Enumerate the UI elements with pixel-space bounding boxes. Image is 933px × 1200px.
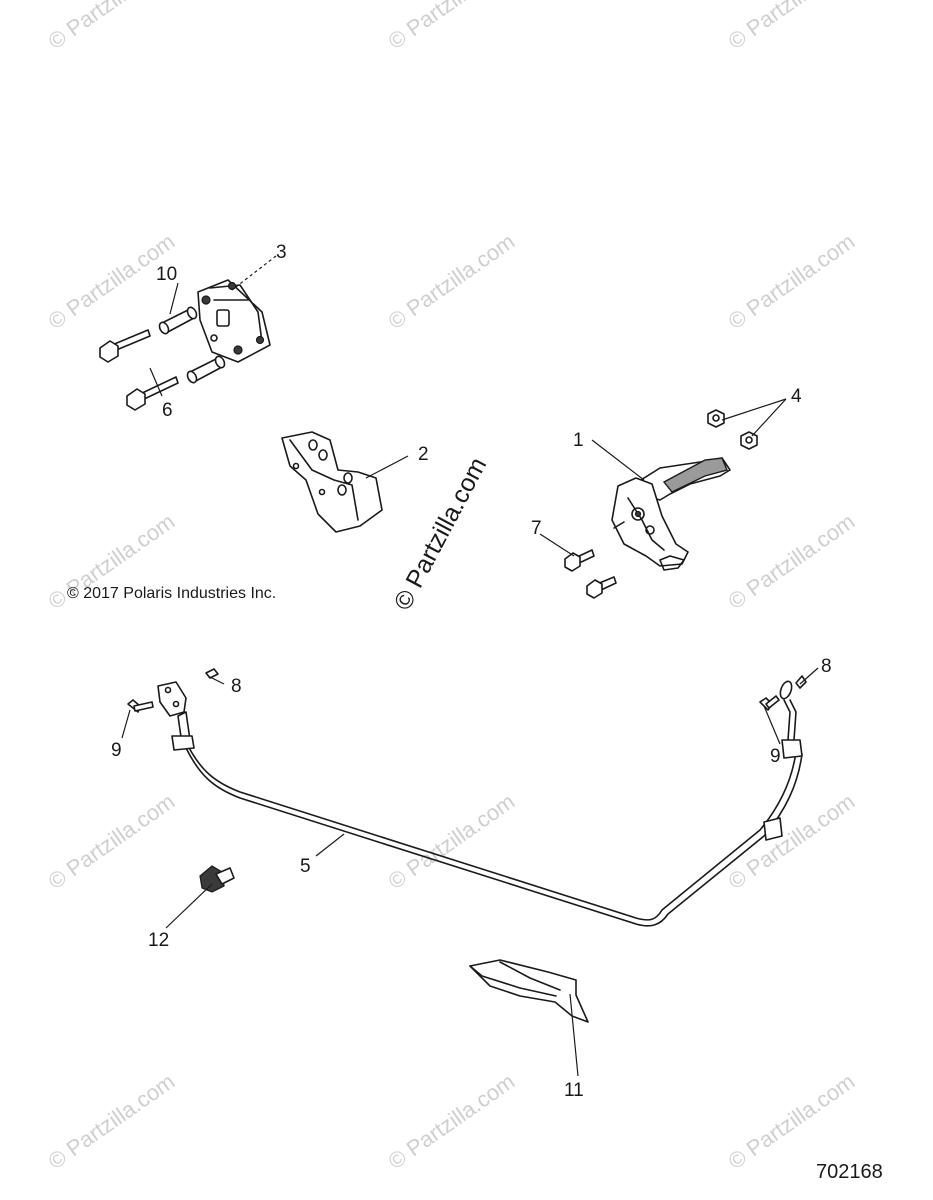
leader-lines: [121, 255, 819, 1077]
watermark: © Partzilla.com: [724, 229, 860, 335]
callout-4: 4: [791, 386, 802, 407]
watermark: © Partzilla.com: [724, 0, 860, 54]
watermark: © Partzilla.com: [384, 789, 520, 895]
callout-7: 7: [531, 518, 542, 539]
watermark: © Partzilla.com: [384, 1069, 520, 1175]
part-6-bolts: [99, 329, 179, 411]
callout-8-right: 8: [821, 656, 832, 677]
part-7-bolts: [564, 549, 617, 599]
callout-2: 2: [418, 444, 429, 465]
part-4-nuts: [707, 409, 758, 450]
watermark: © Partzilla.com: [724, 509, 860, 615]
watermark: © Partzilla.com: [724, 789, 860, 895]
center-watermark: © Partzilla.com: [389, 453, 493, 615]
part-3-bracket-plate: [197, 279, 271, 363]
part-11-heat-shield: [469, 959, 589, 1023]
part-5-brake-cable: [157, 680, 803, 927]
watermark: © Partzilla.com: [384, 229, 520, 335]
copyright-text: © 2017 Polaris Industries Inc.: [67, 585, 276, 602]
callout-5: 5: [300, 856, 311, 877]
part-2-mounting-plate: [281, 431, 383, 533]
callout-9-right: 9: [770, 746, 781, 767]
part-12-cable-clamp: [199, 865, 235, 893]
part-1-brake-handle: [611, 457, 731, 571]
diagram-number: 702168: [816, 1161, 883, 1183]
watermark: © Partzilla.com: [384, 0, 520, 54]
callout-9-left: 9: [111, 740, 122, 761]
callout-10: 10: [156, 264, 177, 285]
part-9-pins: [127, 695, 780, 713]
watermark: © Partzilla.com: [44, 0, 180, 54]
callout-11: 11: [564, 1080, 584, 1101]
callout-12: 12: [148, 930, 169, 951]
part-8-clips: [205, 668, 807, 689]
callout-8-left: 8: [231, 676, 242, 697]
watermark: © Partzilla.com: [44, 1069, 180, 1175]
callout-6: 6: [162, 400, 173, 421]
callout-3: 3: [276, 242, 287, 263]
callout-labels: 3 10 6 2 1 4 7 © 2017 Polaris Industries…: [67, 242, 883, 1183]
part-10-spacers: [158, 306, 226, 384]
watermark: © Partzilla.com: [44, 789, 180, 895]
callout-1: 1: [573, 430, 584, 451]
watermark: © Partzilla.com: [724, 1069, 860, 1175]
